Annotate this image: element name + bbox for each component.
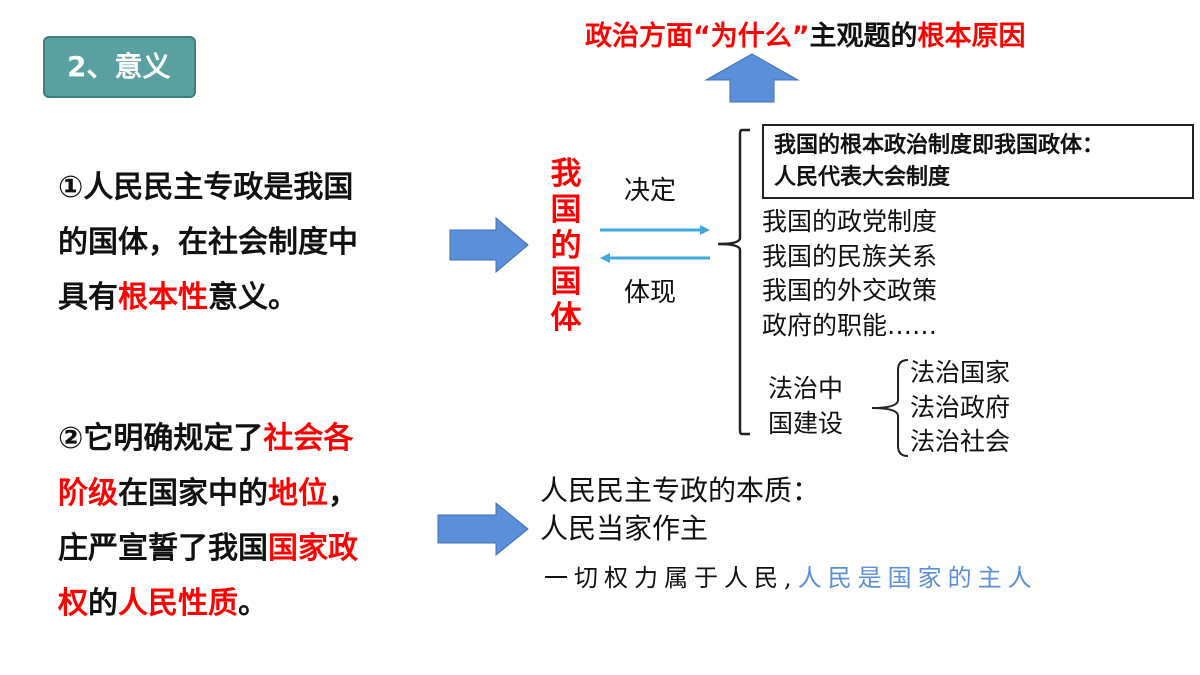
para2-highlight-status: 地位 (268, 476, 328, 511)
top-title-part2: 主观题的 (809, 21, 918, 52)
up-arrow-icon (704, 53, 800, 103)
para2-highlight-power: 权 (58, 586, 88, 621)
para2-line4-mid: 的 (88, 586, 118, 621)
section-badge-label: 2、意义 (67, 50, 171, 83)
top-title-part1: 政治方面“为什么” (585, 21, 810, 52)
decide-label: 决定 (624, 176, 677, 206)
vertical-title-char: 国 (550, 264, 582, 300)
rule-of-law-items: 法治国家 法治政府 法治社会 (910, 356, 1010, 460)
boxed-line1: 我国的根本政治制度即我国政体： (774, 133, 1105, 158)
para1-highlight-fundamental: 根本性 (118, 280, 208, 315)
paragraph-significance-1: ①人民民主专政是我国 的国体，在社会制度中 具有根本性意义。 (58, 160, 438, 325)
list-item: 法治政府 (910, 392, 1011, 422)
para2-highlight-class: 阶级 (58, 476, 118, 511)
list-item: 我国的外交政策 (762, 276, 938, 305)
para2-line1: ②它明确规定了社会各 (58, 411, 438, 466)
vertical-title-char: 我 (550, 156, 582, 192)
boxed-line2: 人民代表大会制度 (774, 165, 951, 190)
vertical-title-char: 体 (550, 300, 582, 336)
list-item: 我国的民族关系 (762, 241, 938, 271)
para2-highlight-state-power: 国家政 (268, 531, 358, 566)
top-title: 政治方面“为什么”主观题的根本原因 (585, 14, 1026, 53)
para2-line2: 阶级在国家中的地位， (58, 466, 438, 521)
list-item: 法治社会 (910, 427, 1011, 456)
list-item: 我国的政党制度 (762, 207, 938, 236)
essence-line3-black: 一切权力属于人民, (544, 564, 798, 592)
para2-line2-mid: 在国家中的 (118, 476, 268, 511)
vertical-title-char: 的 (550, 228, 582, 264)
para1-line1: ①人民民主专政是我国 (58, 170, 354, 205)
vertical-title-state-system: 我 国 的 国 体 (548, 156, 584, 336)
essence-line1: 人民民主专政的本质： (540, 474, 821, 507)
essence-line3-blue: 人民是国家的主人 (797, 564, 1038, 592)
paragraph-significance-2: ②它明确规定了社会各 阶级在国家中的地位， 庄严宣誓了我国国家政 权的人民性质。 (58, 411, 438, 631)
right-arrow-icon-2 (437, 501, 529, 557)
rule-of-law-label: 法治中 国建设 (768, 372, 843, 441)
vertical-title-char: 国 (550, 192, 582, 228)
section-badge: 2、意义 (43, 36, 196, 98)
right-arrow-icon (449, 216, 529, 274)
embody-label: 体现 (624, 278, 677, 308)
para2-line4: 权的人民性质。 (58, 576, 438, 631)
rule-of-law-label-line1: 法治中 (768, 374, 844, 403)
para2-line3-prefix: 庄严宣誓了我国 (58, 531, 268, 566)
essence-line2: 人民当家作主 (540, 512, 709, 545)
essence-block: 人民民主专政的本质： 人民当家作主 (540, 472, 820, 548)
para2-highlight-people-nature: 人民性质 (118, 586, 238, 621)
small-brace-icon (871, 359, 909, 457)
top-title-part3: 根本原因 (917, 21, 1026, 52)
rule-of-law-label-line2: 国建设 (768, 408, 844, 438)
para1-line3-suffix: 意义。 (208, 280, 298, 315)
para2-line4-suffix: 。 (238, 586, 268, 621)
brace-icon (717, 128, 750, 436)
list-item: 政府的职能…… (762, 310, 938, 340)
embodiment-list: 我国的政党制度 我国的民族关系 我国的外交政策 政府的职能…… (762, 205, 937, 343)
para2-line2-suffix: ， (328, 476, 358, 511)
bidirectional-arrows-icon (600, 225, 710, 263)
para1-line3-prefix: 具有 (58, 280, 118, 315)
para1-line2: 的国体，在社会制度中 (58, 225, 358, 260)
para2-line3: 庄严宣誓了我国国家政 (58, 521, 438, 576)
list-item: 法治国家 (910, 358, 1011, 387)
para2-line1-prefix: ②它明确规定了 (58, 421, 264, 456)
para1-line3: 具有根本性意义。 (58, 270, 438, 325)
para2-highlight-classes: 社会各 (263, 421, 354, 456)
fundamental-political-system-box: 我国的根本政治制度即我国政体： 人民代表大会制度 (762, 124, 1194, 199)
essence-line3: 一切权力属于人民,人民是国家的主人 (544, 558, 1038, 593)
